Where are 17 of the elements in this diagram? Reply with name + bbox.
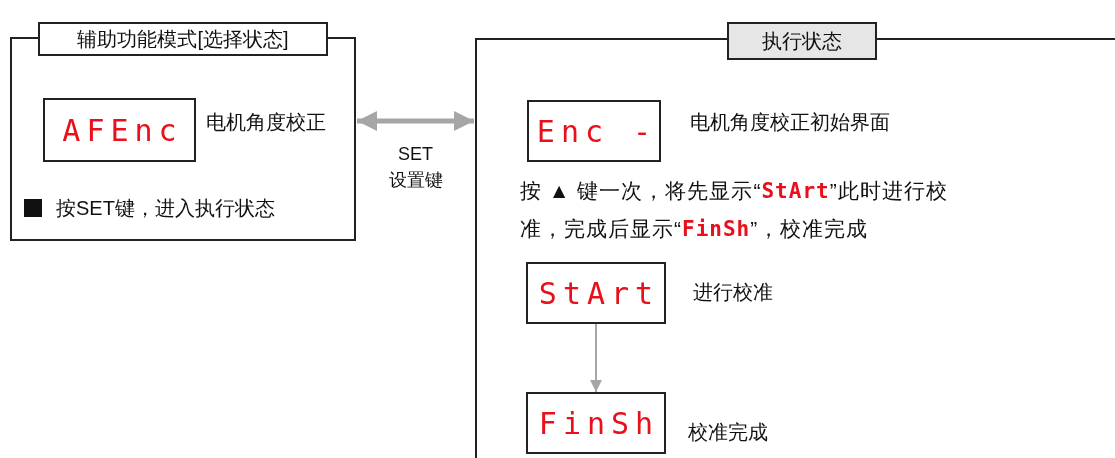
arrow	[357, 111, 474, 131]
display-caption: 电机角度校正初始界面	[690, 110, 890, 134]
display-screen: StArt	[526, 262, 666, 324]
display-screen: FinSh	[526, 392, 666, 454]
display-caption: 电机角度校正	[206, 110, 326, 134]
note-text: 按 ▲ 键一次，将先显示“StArt”此时进行校准，完成后显示“FinSh”，校准完成	[520, 178, 949, 243]
display-caption: 进行校准	[693, 280, 773, 304]
heading-tab: 执行状态	[727, 22, 877, 60]
panel-frame	[10, 22, 356, 241]
instruction-text: 按SET键，进入执行状态	[56, 196, 275, 220]
edge-label: SET 设置键	[387, 143, 444, 192]
display-screen: Enc -	[527, 100, 661, 162]
arrow	[590, 323, 602, 393]
heading-tab: 辅助功能模式[选择状态]	[38, 22, 328, 56]
panel-frame	[475, 22, 1115, 458]
display-caption: 校准完成	[688, 420, 768, 444]
display-screen: AFEnc	[43, 98, 196, 162]
